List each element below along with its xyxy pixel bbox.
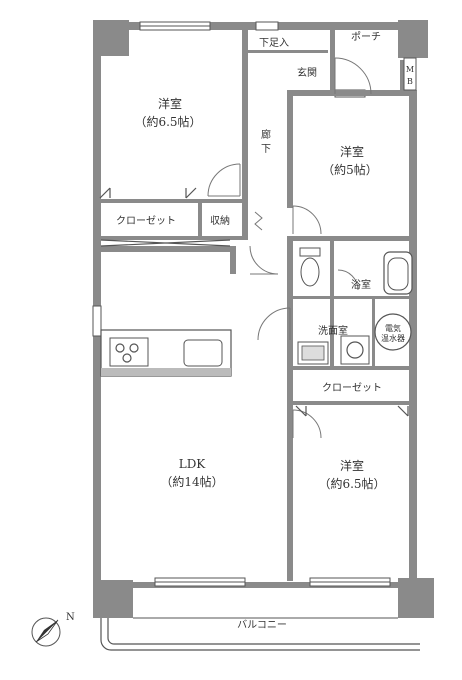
room-labels: 洋室 （約6.5帖） 洋室 （約5帖） 洋室 （約6.5帖） LDK （約14帖… — [116, 31, 414, 631]
kitchen-counter — [100, 329, 232, 377]
closet-1-label: クローゼット — [116, 215, 176, 227]
water-heater — [374, 313, 412, 351]
balcony-label: バルコニー — [237, 619, 287, 631]
column-top-right — [398, 20, 428, 58]
shoe-box-label: 下足入 — [259, 37, 289, 49]
room-ldk-size: （約14帖） — [160, 474, 223, 489]
washing-machine-pan — [340, 335, 370, 365]
room-ldk-name: LDK — [179, 457, 207, 471]
windows — [92, 21, 391, 587]
water-heater-label-1: 電気 — [385, 323, 401, 333]
mb-label-b: B — [407, 77, 413, 86]
column-bottom-right — [398, 578, 434, 618]
room-western-3-name: 洋室 — [340, 458, 364, 473]
bathtub — [383, 251, 413, 295]
room-western-2-size: （約5帖） — [322, 162, 378, 177]
entrance-label: 玄関 — [297, 66, 317, 79]
toilet — [299, 247, 321, 287]
meter-box — [403, 57, 417, 91]
balcony — [100, 617, 420, 651]
room-western-1-size: （約6.5帖） — [134, 114, 201, 129]
storage-label: 収納 — [210, 214, 230, 227]
room-western-2-name: 洋室 — [340, 144, 364, 159]
bathroom-label: 浴室 — [351, 278, 371, 291]
washroom-fixtures — [297, 313, 412, 365]
water-heater-label-2: 温水器 — [381, 333, 405, 343]
kitchen-sink — [183, 339, 223, 367]
interior-walls — [97, 30, 417, 581]
doors — [207, 57, 372, 439]
washroom-label: 洗面室 — [318, 324, 348, 337]
compass: N — [31, 612, 75, 647]
column-bottom-left — [93, 580, 133, 618]
compass-north-label: N — [66, 612, 75, 623]
corridor-label-1: 廊 — [261, 128, 271, 141]
room-western-1-name: 洋室 — [158, 96, 182, 111]
porch-label: ポーチ — [351, 31, 381, 43]
closet-doors — [99, 187, 409, 417]
column-top-left — [93, 20, 129, 56]
mb-label-m: M — [406, 65, 414, 74]
closet-2-label: クローゼット — [322, 382, 382, 394]
corridor-label-2: 下 — [261, 144, 271, 155]
room-western-3-size: （約6.5帖） — [318, 476, 385, 491]
